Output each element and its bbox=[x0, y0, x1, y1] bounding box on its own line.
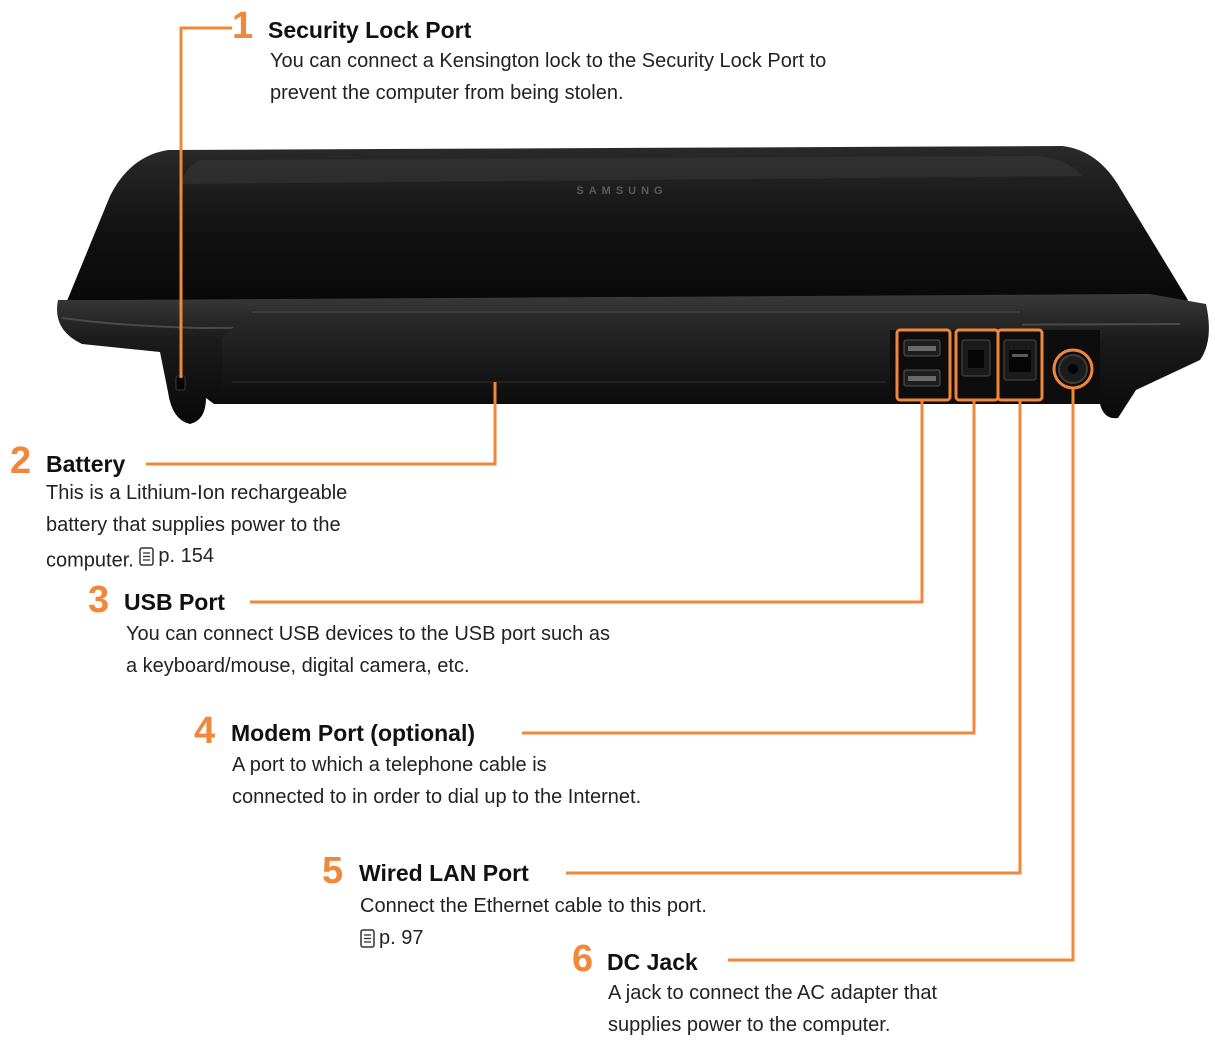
callout-title: Modem Port (optional) bbox=[231, 720, 476, 746]
leader-3 bbox=[250, 400, 924, 604]
callout-number: 1 bbox=[232, 5, 254, 47]
leader-4 bbox=[522, 400, 976, 735]
callout-number: 5 bbox=[322, 850, 344, 892]
battery-pack bbox=[222, 310, 1022, 404]
modem-port bbox=[961, 339, 991, 377]
desc-line: battery that supplies power to the bbox=[46, 513, 341, 536]
desc-line: computer. p. 154 bbox=[46, 541, 347, 577]
usb-ports bbox=[903, 339, 941, 387]
desc-line: connected to in order to dial up to the … bbox=[232, 785, 642, 808]
callout-number: 6 bbox=[572, 938, 594, 980]
document-icon bbox=[139, 547, 155, 566]
lock-slot bbox=[175, 375, 186, 391]
laptop-lid bbox=[60, 146, 1188, 330]
callout-title: Battery bbox=[46, 451, 126, 477]
base-rim bbox=[61, 317, 1181, 330]
callout-description: A port to which a telephone cable is con… bbox=[232, 750, 641, 813]
desc-line: A jack to connect the AC adapter that bbox=[608, 982, 938, 1004]
callout-description: A jack to connect the AC adapter that su… bbox=[608, 978, 937, 1041]
desc-line: A port to which a telephone cable is bbox=[232, 754, 547, 776]
page-reference-text: p. 97 bbox=[379, 926, 424, 949]
callout-description: You can connect a Kensington lock to the… bbox=[270, 46, 826, 109]
page-reference[interactable]: p. 97 bbox=[360, 923, 423, 955]
callout-description: You can connect USB devices to the USB p… bbox=[126, 619, 610, 682]
callout-description: This is a Lithium-Ion rechargeable batte… bbox=[46, 478, 347, 577]
desc-line: You can connect a Kensington lock to the… bbox=[270, 50, 827, 72]
desc-line: a keyboard/mouse, digital camera, etc. bbox=[126, 654, 470, 677]
callout-title: Wired LAN Port bbox=[359, 860, 529, 886]
document-icon bbox=[360, 929, 375, 948]
desc-line: p. 97 bbox=[360, 923, 707, 959]
desc-line: This is a Lithium-Ion rechargeable bbox=[46, 482, 348, 504]
callout-title: Security Lock Port bbox=[268, 17, 472, 43]
callout-number: 3 bbox=[88, 579, 110, 621]
leader-5 bbox=[566, 400, 1022, 875]
lan-port bbox=[1003, 339, 1037, 381]
leader-6 bbox=[728, 388, 1075, 962]
callout-title: USB Port bbox=[124, 589, 225, 615]
page-reference[interactable]: p. 154 bbox=[139, 541, 214, 573]
desc-line: supplies power to the computer. bbox=[608, 1013, 891, 1036]
brand-logo: SAMSUNG bbox=[576, 185, 667, 197]
leader-1 bbox=[179, 26, 232, 378]
leader-lines bbox=[146, 26, 1075, 962]
callout-description: Connect the Ethernet cable to this port.… bbox=[360, 891, 707, 958]
leader-2 bbox=[146, 382, 497, 466]
callout-number: 2 bbox=[10, 440, 32, 482]
callout-number: 4 bbox=[194, 710, 216, 752]
lid-highlight bbox=[180, 156, 1082, 184]
desc-line: You can connect USB devices to the USB p… bbox=[126, 623, 610, 645]
callout-title: DC Jack bbox=[607, 949, 698, 975]
desc-line: prevent the computer from being stolen. bbox=[270, 81, 624, 104]
desc-text: computer. bbox=[46, 549, 134, 572]
desc-line: Connect the Ethernet cable to this port. bbox=[360, 895, 707, 917]
dc-jack bbox=[1058, 354, 1088, 384]
page-reference-text: p. 154 bbox=[158, 545, 214, 567]
